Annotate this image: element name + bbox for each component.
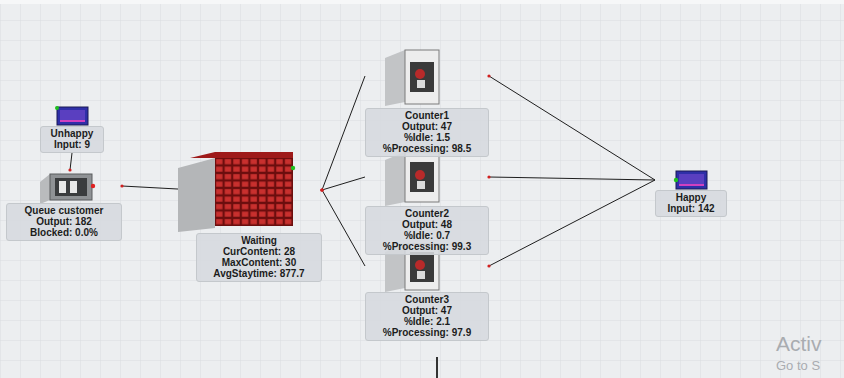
- connection-line: [70, 153, 72, 170]
- object-name: Waiting: [203, 235, 315, 246]
- port-dot: [120, 184, 123, 187]
- port-dot: [320, 188, 323, 191]
- watermark-text: Go to S: [776, 358, 820, 373]
- stats-panel: Queue customerOutput: 182Blocked: 0.0%: [6, 203, 122, 241]
- object-name: Counter1: [372, 110, 482, 121]
- stat-line: AvgStaytime: 877.7: [203, 268, 315, 279]
- stat-line: %Processing: 97.9: [372, 327, 482, 338]
- flow-object: Counter1Output: 47%Idle: 1.5%Processing:…: [365, 46, 489, 157]
- top-strip: [0, 0, 844, 4]
- flow-object: UnhappyInput: 9: [40, 106, 104, 153]
- stat-line: Input: 142: [662, 203, 720, 214]
- port-dot: [487, 264, 490, 267]
- object-name: Counter2: [372, 208, 482, 219]
- stat-line: %Processing: 99.3: [372, 241, 482, 252]
- stat-line: %Idle: 2.1: [372, 316, 482, 327]
- object-name: Happy: [662, 192, 720, 203]
- stat-line: Output: 47: [372, 305, 482, 316]
- port-dot: [320, 188, 323, 191]
- icon-space: [365, 148, 489, 206]
- stat-line: CurContent: 28: [203, 246, 315, 257]
- connection-line: [322, 76, 365, 190]
- connection-line: [489, 177, 655, 180]
- tick-mark: [436, 357, 438, 378]
- flow-object: WaitingCurContent: 28MaxContent: 30AvgSt…: [196, 148, 322, 282]
- stat-line: Output: 47: [372, 121, 482, 132]
- processor-icon: [385, 152, 439, 206]
- stat-line: Blocked: 0.0%: [13, 227, 115, 238]
- queue-rack-icon: [178, 152, 295, 232]
- object-name: Counter3: [372, 294, 482, 305]
- connection-line: [489, 180, 655, 266]
- stat-line: Output: 182: [13, 216, 115, 227]
- object-name: Queue customer: [13, 205, 115, 216]
- icon-space: [196, 148, 322, 233]
- port-dot: [68, 168, 71, 171]
- stats-panel: Counter3Output: 47%Idle: 2.1%Processing:…: [365, 292, 489, 341]
- port-dot: [487, 74, 490, 77]
- stat-line: MaxContent: 30: [203, 257, 315, 268]
- stat-line: Input: 9: [47, 139, 97, 150]
- stats-panel: UnhappyInput: 9: [40, 126, 104, 153]
- processor-icon: [385, 50, 439, 106]
- stats-panel: HappyInput: 142: [655, 190, 727, 217]
- flow-object: Counter3Output: 47%Idle: 2.1%Processing:…: [365, 242, 489, 341]
- stat-line: %Processing: 98.5: [372, 143, 482, 154]
- object-name: Unhappy: [47, 128, 97, 139]
- connection-line: [489, 76, 655, 180]
- stat-line: %Idle: 0.7: [372, 230, 482, 241]
- stat-line: %Idle: 1.5: [372, 132, 482, 143]
- stats-panel: Counter1Output: 47%Idle: 1.5%Processing:…: [365, 108, 489, 157]
- stats-panel: Counter2Output: 48%Idle: 0.7%Processing:…: [365, 206, 489, 255]
- icon-space: [40, 106, 104, 126]
- connection-line: [322, 190, 365, 266]
- icon-space: [365, 242, 489, 292]
- port-dot: [487, 175, 490, 178]
- watermark-text: Activ: [776, 332, 822, 356]
- flow-object: HappyInput: 142: [655, 170, 727, 217]
- icon-space: [365, 46, 489, 108]
- flow-object: Counter2Output: 48%Idle: 0.7%Processing:…: [365, 148, 489, 255]
- sink-icon: [55, 106, 88, 125]
- icon-space: [6, 170, 122, 203]
- source-icon: [40, 174, 95, 204]
- port-dot: [320, 188, 323, 191]
- stats-panel: WaitingCurContent: 28MaxContent: 30AvgSt…: [196, 233, 322, 282]
- flow-object: Queue customerOutput: 182Blocked: 0.0%: [6, 170, 122, 241]
- sink-icon: [674, 171, 707, 189]
- connection-line: [322, 177, 365, 190]
- stat-line: Output: 48: [372, 219, 482, 230]
- icon-space: [655, 170, 727, 190]
